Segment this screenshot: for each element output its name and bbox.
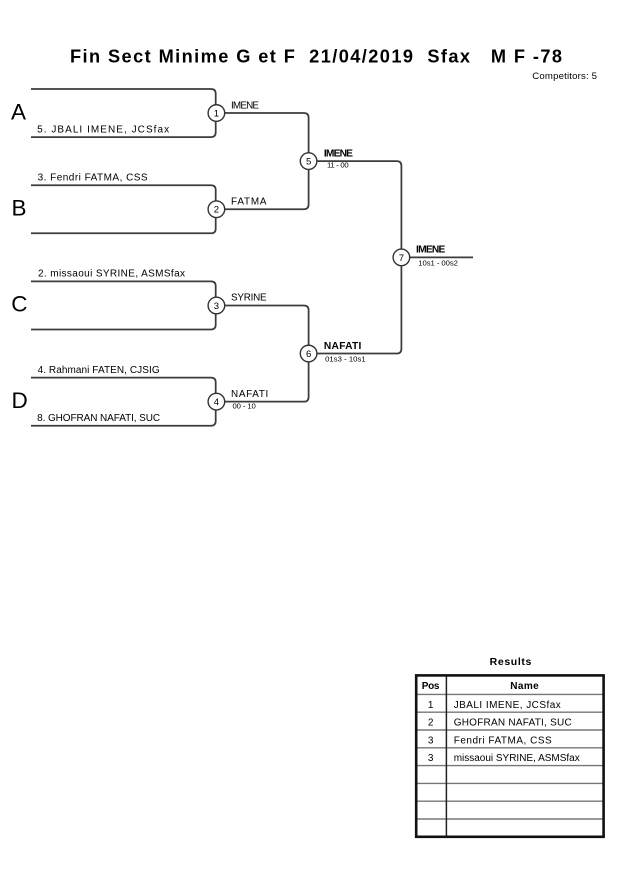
svg-text:7: 7 [399,253,404,264]
svg-text:NAFATI: NAFATI [324,341,362,352]
svg-text:IMENE: IMENE [324,148,353,159]
svg-text:4. Rahmani FATEN, CJSIG: 4. Rahmani FATEN, CJSIG [38,365,160,376]
svg-text:D: D [12,388,28,413]
svg-text:Results: Results [490,656,532,668]
svg-text:6: 6 [306,349,311,360]
svg-text:1: 1 [214,108,219,119]
svg-text:missaoui SYRINE, ASMSfax: missaoui SYRINE, ASMSfax [454,753,580,764]
svg-text:3: 3 [428,753,434,764]
svg-text:8. GHOFRAN NAFATI, SUC: 8. GHOFRAN NAFATI, SUC [37,413,160,424]
svg-text:10s1 - 00s2: 10s1 - 00s2 [418,259,458,268]
svg-text:IMENE: IMENE [231,100,259,111]
svg-text:3. Fendri FATMA, CSS: 3. Fendri FATMA, CSS [38,172,148,183]
svg-text:B: B [12,196,27,221]
svg-text:Fin Sect Minime G et F 21/04/: Fin Sect Minime G et F 21/04/2019 Sfax M… [70,47,562,67]
svg-text:1: 1 [428,700,434,711]
svg-text:2: 2 [214,205,219,216]
svg-text:Pos: Pos [422,681,440,692]
svg-text:Name: Name [510,681,539,692]
svg-text:2. missaoui SYRINE, ASMSfax: 2. missaoui SYRINE, ASMSfax [38,269,185,280]
svg-text:GHOFRAN NAFATI, SUC: GHOFRAN NAFATI, SUC [454,718,572,729]
svg-text:IMENE: IMENE [416,245,446,256]
svg-text:5: 5 [306,157,311,168]
svg-text:11 - 00: 11 - 00 [327,161,349,170]
svg-text:NAFATI: NAFATI [231,389,268,400]
svg-text:SYRINE: SYRINE [231,293,267,304]
svg-text:JBALI IMENE, JCSfax: JBALI IMENE, JCSfax [454,700,561,711]
svg-text:Fendri FATMA, CSS: Fendri FATMA, CSS [454,735,552,746]
svg-text:A: A [11,99,26,124]
svg-text:5. JBALI IMENE, JCSfax: 5. JBALI IMENE, JCSfax [37,124,169,135]
svg-text:3: 3 [214,301,219,312]
svg-text:C: C [11,292,27,317]
svg-text:2: 2 [428,718,434,729]
svg-text:01s3 - 10s1: 01s3 - 10s1 [325,355,366,364]
svg-text:Competitors: 5: Competitors: 5 [532,71,597,82]
svg-text:00 - 10: 00 - 10 [233,402,256,411]
svg-text:3: 3 [428,735,434,746]
svg-text:4: 4 [214,397,219,408]
svg-text:FATMA: FATMA [231,197,267,208]
